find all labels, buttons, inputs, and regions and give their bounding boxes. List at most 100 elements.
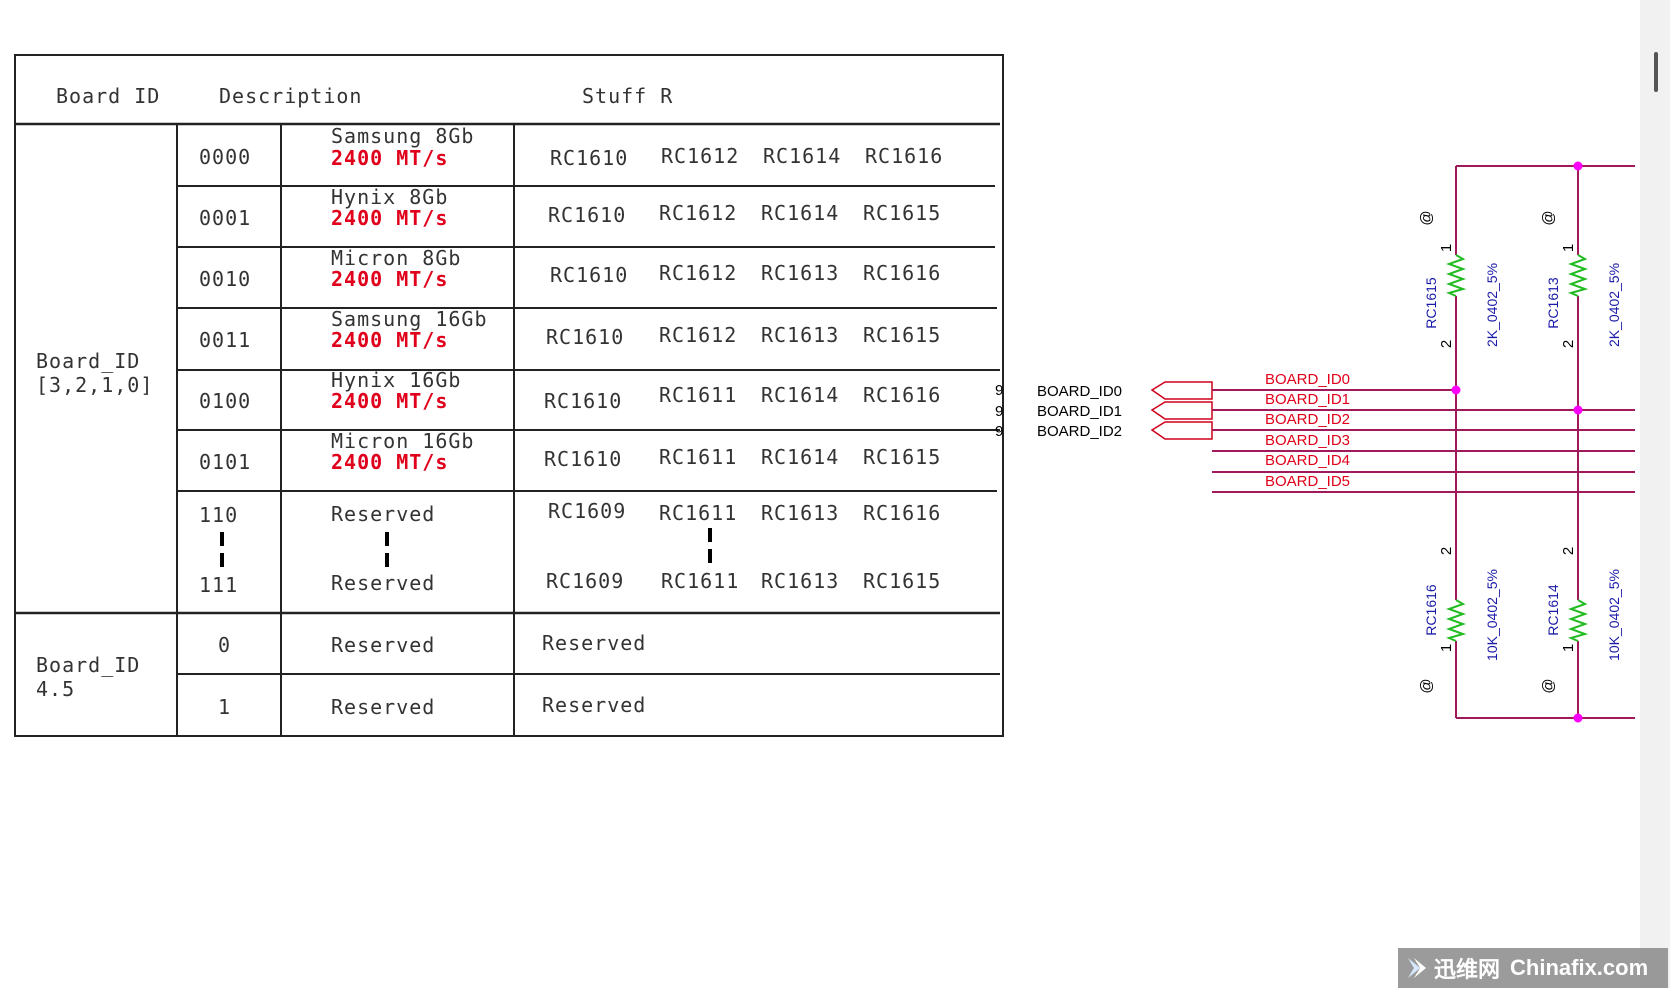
header-description: Description (219, 84, 362, 108)
dnp-mark: @ (1418, 678, 1435, 693)
row-vendor: Hynix 8Gb (331, 185, 448, 209)
row-vendor: Micron 8Gb (331, 246, 461, 270)
resistor-value: 2K_0402_5% (1484, 263, 1500, 347)
row-vendor: Micron 16Gb (331, 429, 474, 453)
reserved-stuff-bottom: RC1611 (661, 569, 739, 593)
reserved-stuff-top: RC1611 (659, 501, 737, 525)
row-stuff: RC1611 (659, 445, 737, 469)
header-board-id: Board ID (56, 84, 160, 108)
resistor-labels: @ RC1615 2K_0402_5% 1 2 @ RC1613 2K_0402… (1418, 210, 1622, 693)
pin-number: 1 (1438, 644, 1455, 652)
row-speed: 2400 MT/s (331, 146, 448, 170)
resistor-bodies (1446, 254, 1589, 642)
net-label: BOARD_ID4 (1265, 452, 1350, 469)
row-stuff: RC1613 (761, 323, 839, 347)
watermark-cn-text: 迅维网 (1434, 958, 1501, 983)
ellipsis-marks (220, 528, 712, 567)
row-stuff: RC1614 (761, 445, 839, 469)
row-stuff: RC1616 (863, 383, 941, 407)
row-vendor: Samsung 16Gb (331, 307, 488, 331)
group-label-line: Board_ID (36, 653, 140, 677)
id45-row-stuff: Reserved (542, 693, 646, 717)
port-pin: 9 (995, 423, 1003, 440)
reserved-stuff-top: RC1616 (863, 501, 941, 525)
port-pin: 9 (995, 382, 1003, 399)
row-speed: 2400 MT/s (331, 450, 448, 474)
row-id: 0011 (199, 328, 251, 352)
id45-row-stuff: Reserved (542, 631, 646, 655)
port-label-id0: BOARD_ID0 (1037, 383, 1122, 400)
reserved-id-top: 110 (199, 503, 238, 527)
port-connectors (1150, 381, 1213, 440)
reserved-id-bottom: 111 (199, 573, 238, 597)
row-stuff: RC1611 (659, 383, 737, 407)
pin-number: 2 (1560, 340, 1577, 348)
resistor-value: 10K_0402_5% (1484, 569, 1500, 661)
net-label: BOARD_ID3 (1265, 432, 1350, 449)
port-connector (1150, 421, 1213, 440)
resistor-ref: RC1616 (1423, 584, 1439, 636)
port-connector (1150, 401, 1213, 420)
row-stuff: RC1615 (863, 445, 941, 469)
port-connector (1150, 381, 1213, 400)
resistor-rc1613 (1568, 254, 1589, 297)
vertical-scrollbar[interactable] (1640, 0, 1670, 988)
row-speed: 2400 MT/s (331, 267, 448, 291)
net-wires (1212, 165, 1635, 719)
resistor-rc1615 (1446, 254, 1467, 297)
resistor-value: 10K_0402_5% (1606, 569, 1622, 661)
pin-number: 2 (1560, 547, 1577, 555)
row-stuff: RC1612 (659, 201, 737, 225)
watermark-en-text: Chinafix.com (1510, 955, 1649, 980)
group-label-line: [3,2,1,0] (36, 373, 153, 397)
row-id: 0010 (199, 267, 251, 291)
net-label: BOARD_ID0 (1265, 371, 1350, 388)
chinafix-watermark: 迅维网 Chinafix.com (1398, 948, 1668, 988)
reserved-desc-top: Reserved (331, 502, 435, 526)
reserved-stuff-top: RC1609 (548, 499, 626, 523)
net-label: BOARD_ID1 (1265, 391, 1350, 408)
row-stuff: RC1615 (863, 201, 941, 225)
row-stuff: RC1612 (659, 261, 737, 285)
arrow-logo-icon (1408, 958, 1426, 978)
header-stuff-r: Stuff R (582, 84, 673, 108)
row-stuff: RC1610 (550, 146, 628, 170)
row-stuff: RC1616 (865, 144, 943, 168)
dnp-mark: @ (1418, 210, 1435, 225)
resistor-ref: RC1613 (1545, 277, 1561, 329)
row-speed: 2400 MT/s (331, 206, 448, 230)
resistor-ref: RC1614 (1545, 584, 1561, 636)
row-stuff: RC1612 (659, 323, 737, 347)
reserved-desc-bottom: Reserved (331, 571, 435, 595)
dnp-mark: @ (1540, 210, 1557, 225)
pin-number: 2 (1438, 340, 1455, 348)
row-vendor: Samsung 8Gb (331, 124, 474, 148)
pin-number: 1 (1560, 244, 1577, 252)
row-stuff: RC1610 (548, 203, 626, 227)
row-stuff: RC1612 (661, 144, 739, 168)
junction-dots (1451, 161, 1583, 723)
port-label-id2: BOARD_ID2 (1037, 423, 1122, 440)
group-labels: Board_ID [3,2,1,0] Board_ID 4.5 (36, 349, 153, 701)
row-stuff: RC1610 (546, 325, 624, 349)
pin-number: 1 (1560, 644, 1577, 652)
id45-row-id: 0 (218, 633, 231, 657)
net-label: BOARD_ID2 (1265, 411, 1350, 428)
row-id: 0000 (199, 145, 251, 169)
row-stuff: RC1616 (863, 261, 941, 285)
row-stuff: RC1614 (761, 383, 839, 407)
row-stuff: RC1613 (761, 261, 839, 285)
row-id: 0101 (199, 450, 251, 474)
id45-row-desc: Reserved (331, 633, 435, 657)
scrollbar-thumb[interactable] (1654, 52, 1658, 92)
port-pins: 9 9 9 (995, 382, 1003, 440)
row-id: 0001 (199, 206, 251, 230)
row-stuff: RC1614 (761, 201, 839, 225)
resistor-rc1614 (1568, 599, 1589, 642)
row-id: 0100 (199, 389, 251, 413)
table-rows: 0000 Samsung 8Gb 2400 MT/s RC1610 RC1612… (199, 124, 943, 719)
reserved-stuff-bottom: RC1613 (761, 569, 839, 593)
row-stuff: RC1610 (550, 263, 628, 287)
